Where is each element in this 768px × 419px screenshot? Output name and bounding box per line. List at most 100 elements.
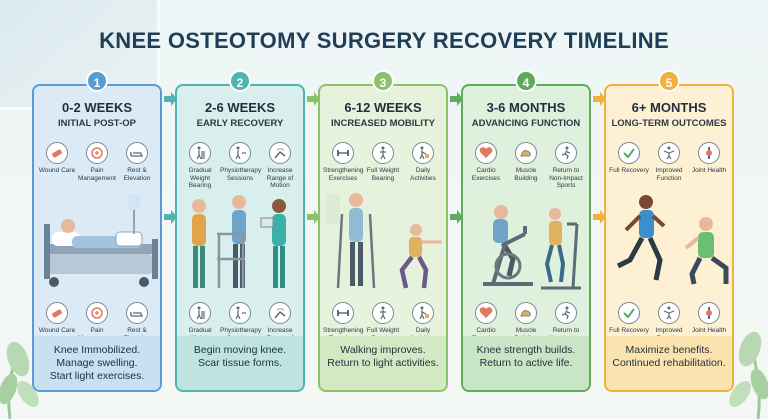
phase-activity: Gradual Weight Bearing bbox=[180, 142, 220, 190]
phase-subtitle: INITIAL POST-OP bbox=[58, 118, 136, 129]
phase-icons-top: Wound Care Pain Management Rest & Elevat… bbox=[34, 142, 160, 182]
phase-number-badge: 3 bbox=[372, 70, 394, 92]
phase-activity: Rest & Elevation bbox=[117, 142, 157, 182]
activity-label: Improved Function bbox=[655, 167, 683, 182]
description-line: Begin moving knee. bbox=[193, 344, 287, 356]
activity-label: Muscle Building bbox=[514, 167, 538, 182]
arrow-right-icon bbox=[592, 210, 606, 224]
muscle-building-icon bbox=[515, 142, 537, 164]
phase-number-badge: 2 bbox=[229, 70, 251, 92]
description-line: Manage swelling. bbox=[56, 357, 138, 369]
rest-elevation-icon bbox=[126, 142, 148, 164]
phase-activity: Improved Function bbox=[649, 142, 689, 182]
walker-icon bbox=[189, 302, 211, 324]
description-line: Start light exercises. bbox=[49, 370, 145, 382]
cardio-icon bbox=[475, 302, 497, 324]
rest-elevation-icon bbox=[126, 302, 148, 324]
strengthening-icon bbox=[332, 302, 354, 324]
phase-activity: Wound Care bbox=[37, 302, 77, 342]
phase-range: 6+ MONTHS bbox=[631, 100, 707, 115]
wound-care-icon bbox=[46, 302, 68, 324]
arrow-right-icon bbox=[449, 210, 463, 224]
phase-header: 6+ MONTHS LONG-TERM OUTCOMES bbox=[606, 86, 732, 129]
phase-activity: Increase Range of Motion bbox=[260, 142, 300, 190]
activity-label: Full Recovery bbox=[609, 167, 649, 174]
full-recovery-icon bbox=[618, 142, 640, 164]
phase-subtitle: ADVANCING FUNCTION bbox=[471, 118, 581, 129]
phase-number-badge: 5 bbox=[658, 70, 680, 92]
improved-function-icon bbox=[658, 302, 680, 324]
description-line: Walking improves. bbox=[340, 344, 426, 356]
phase-activity: Pain Management bbox=[77, 142, 117, 182]
arrow-right-icon bbox=[306, 92, 320, 106]
phase-range: 0-2 WEEKS bbox=[61, 100, 133, 115]
phase-activity: Daily Activities bbox=[403, 142, 443, 182]
phase-activity: Cardio Exercises bbox=[466, 142, 506, 190]
phase-description: Begin moving knee.Scar tissue forms. bbox=[177, 336, 303, 390]
strengthening-icon bbox=[332, 142, 354, 164]
phase-number-badge: 1 bbox=[86, 70, 108, 92]
activity-label: Cardio Exercises bbox=[471, 167, 501, 182]
activity-label: Physiotherapy Sessions bbox=[220, 167, 262, 182]
arrow-right-icon bbox=[163, 210, 177, 224]
phase-activity: Full Recovery bbox=[609, 142, 649, 182]
phase-activity: Full Weight Bearing bbox=[363, 142, 403, 182]
phase-subtitle: INCREASED MOBILITY bbox=[331, 118, 435, 129]
phase-activity: Joint Health bbox=[689, 142, 729, 182]
description-line: Scar tissue forms. bbox=[197, 357, 283, 369]
phase-card-1: 0-2 WEEKS INITIAL POST-OP Wound Care Pai… bbox=[32, 84, 162, 392]
arrow-right-icon bbox=[306, 210, 320, 224]
wound-care-icon bbox=[46, 142, 68, 164]
range-of-motion-icon bbox=[269, 142, 291, 164]
description-line: Return to active life. bbox=[479, 357, 573, 369]
phase-subtitle: EARLY RECOVERY bbox=[196, 118, 284, 129]
plant-left-decoration bbox=[0, 341, 39, 419]
activity-label: Return to Non-Impact Sports bbox=[549, 167, 583, 189]
description-line: Knee strength builds. bbox=[476, 344, 576, 356]
phase-number-badge: 4 bbox=[515, 70, 537, 92]
description-line: Knee Immobilized. bbox=[53, 344, 141, 356]
phase-activity: Return to Non-Impact Sports bbox=[546, 142, 586, 190]
arrow-right-icon bbox=[449, 92, 463, 106]
activity-label: Full Recovery bbox=[609, 327, 649, 334]
phase-card-5: 6+ MONTHS LONG-TERM OUTCOMES Full Recove… bbox=[604, 84, 734, 392]
range-of-motion-icon bbox=[269, 302, 291, 324]
phase-description: Knee strength builds.Return to active li… bbox=[463, 336, 589, 390]
cardio-icon bbox=[475, 142, 497, 164]
activity-label: Wound Care bbox=[38, 167, 76, 174]
phase-description: Walking improves.Return to light activit… bbox=[320, 336, 446, 390]
phase-illustration bbox=[44, 194, 158, 287]
full-weight-icon bbox=[372, 142, 394, 164]
activity-label: Strengthening Exercises bbox=[323, 167, 364, 182]
description-line: Continued rehabilitation. bbox=[612, 357, 726, 369]
arrow-right-icon bbox=[163, 92, 177, 106]
page-title: KNEE OSTEOTOMY SURGERY RECOVERY TIMELINE bbox=[99, 28, 669, 53]
phase-header: 6-12 WEEKS INCREASED MOBILITY bbox=[320, 86, 446, 129]
phase-activity: Joint Health bbox=[689, 302, 729, 342]
daily-activities-icon bbox=[412, 142, 434, 164]
phase-range: 6-12 WEEKS bbox=[344, 100, 422, 115]
phase-activity: Wound Care bbox=[37, 142, 77, 182]
activity-label: Daily Activities bbox=[410, 167, 436, 182]
full-weight-icon bbox=[372, 302, 394, 324]
phase-activity: Muscle Building bbox=[506, 142, 546, 190]
phase-activity: Full Recovery bbox=[609, 302, 649, 342]
daily-activities-icon bbox=[412, 302, 434, 324]
full-recovery-icon bbox=[618, 302, 640, 324]
walker-icon bbox=[189, 142, 211, 164]
joint-health-icon bbox=[698, 142, 720, 164]
timeline: 0-2 WEEKS INITIAL POST-OP Wound Care Pai… bbox=[32, 70, 738, 410]
pain-management-icon bbox=[86, 302, 108, 324]
joint-health-icon bbox=[698, 302, 720, 324]
description-line: Return to light activities. bbox=[327, 357, 439, 369]
phase-card-4: 3-6 MONTHS ADVANCING FUNCTION Cardio Exe… bbox=[461, 84, 591, 392]
activity-label: Rest & Elevation bbox=[123, 167, 151, 182]
phase-icons-top: Full Recovery Improved Function Joint He… bbox=[606, 142, 732, 182]
phase-activity: Strengthening Exercises bbox=[323, 142, 363, 182]
physiotherapy-icon bbox=[229, 142, 251, 164]
phase-illustration bbox=[192, 195, 286, 288]
improved-function-icon bbox=[658, 142, 680, 164]
description-line: Maximize benefits. bbox=[625, 344, 713, 356]
pain-management-icon bbox=[86, 142, 108, 164]
phase-range: 3-6 MONTHS bbox=[486, 100, 566, 115]
